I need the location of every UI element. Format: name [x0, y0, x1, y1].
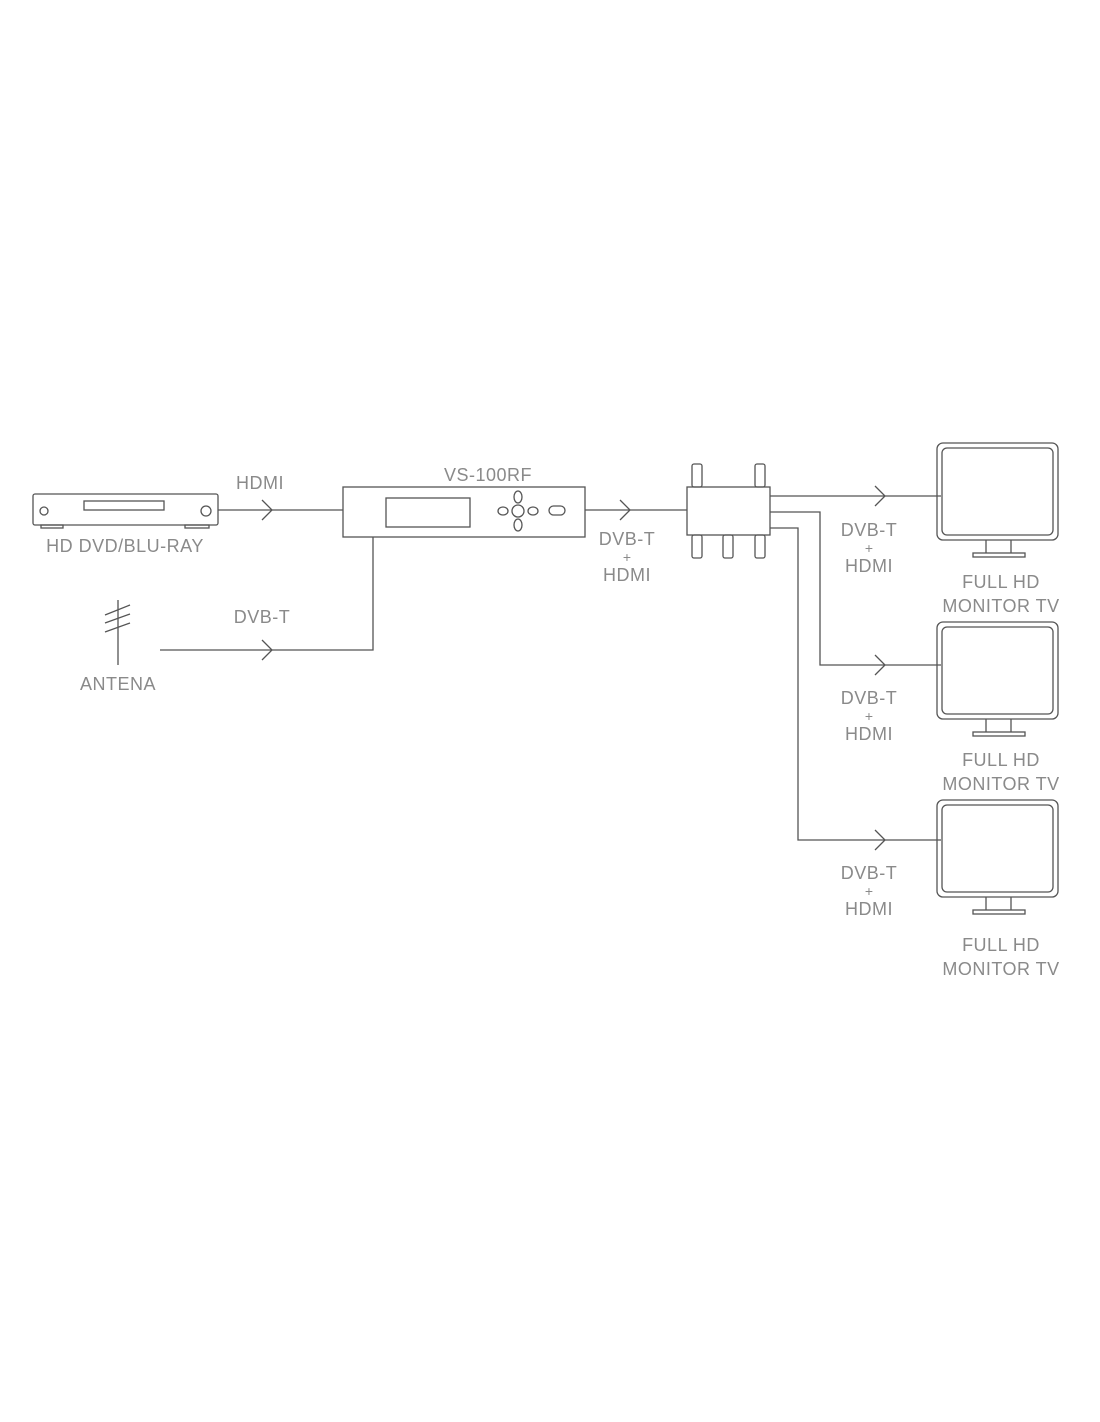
monitor1-label-line2: MONITOR TV	[942, 596, 1059, 616]
monitor2-label-line2: MONITOR TV	[942, 774, 1059, 794]
monitor3-label-line1: FULL HD	[962, 935, 1040, 955]
monitor-link-2	[770, 511, 941, 676]
splitter-icon	[686, 463, 771, 559]
dvbt-label: DVB-T	[234, 607, 291, 627]
monitor2-label-line1: FULL HD	[962, 750, 1040, 770]
output-plus-label: +	[623, 549, 631, 565]
monitor-link-3	[770, 527, 941, 851]
link2-hdmi-label: HDMI	[845, 724, 893, 744]
hdmi-label: HDMI	[236, 473, 284, 493]
antenna-label: ANTENA	[80, 674, 156, 694]
link3-plus-label: +	[865, 883, 873, 899]
modulator-icon	[342, 486, 586, 538]
link1-dvbt-label: DVB-T	[841, 520, 898, 540]
monitor-icon-2	[936, 621, 1059, 737]
hdmi-link	[218, 499, 343, 521]
output-dvbt-label: DVB-T	[599, 529, 656, 549]
monitor3-label-line2: MONITOR TV	[942, 959, 1059, 979]
modulator-label: VS-100RF	[444, 465, 532, 485]
monitor1-label-line1: FULL HD	[962, 572, 1040, 592]
monitor-icon-3	[936, 799, 1059, 915]
link3-dvbt-label: DVB-T	[841, 863, 898, 883]
antenna-icon	[104, 600, 131, 665]
monitor-link-1	[770, 485, 941, 507]
link1-plus-label: +	[865, 540, 873, 556]
dvd-player-icon	[32, 493, 219, 529]
dvbt-link	[160, 537, 374, 661]
link2-dvbt-label: DVB-T	[841, 688, 898, 708]
link3-hdmi-label: HDMI	[845, 899, 893, 919]
modulator-output-link	[585, 499, 687, 521]
output-hdmi-label: HDMI	[603, 565, 651, 585]
link2-plus-label: +	[865, 708, 873, 724]
monitor-icon-1	[936, 442, 1059, 558]
player-label: HD DVD/BLU-RAY	[46, 536, 204, 556]
link1-hdmi-label: HDMI	[845, 556, 893, 576]
